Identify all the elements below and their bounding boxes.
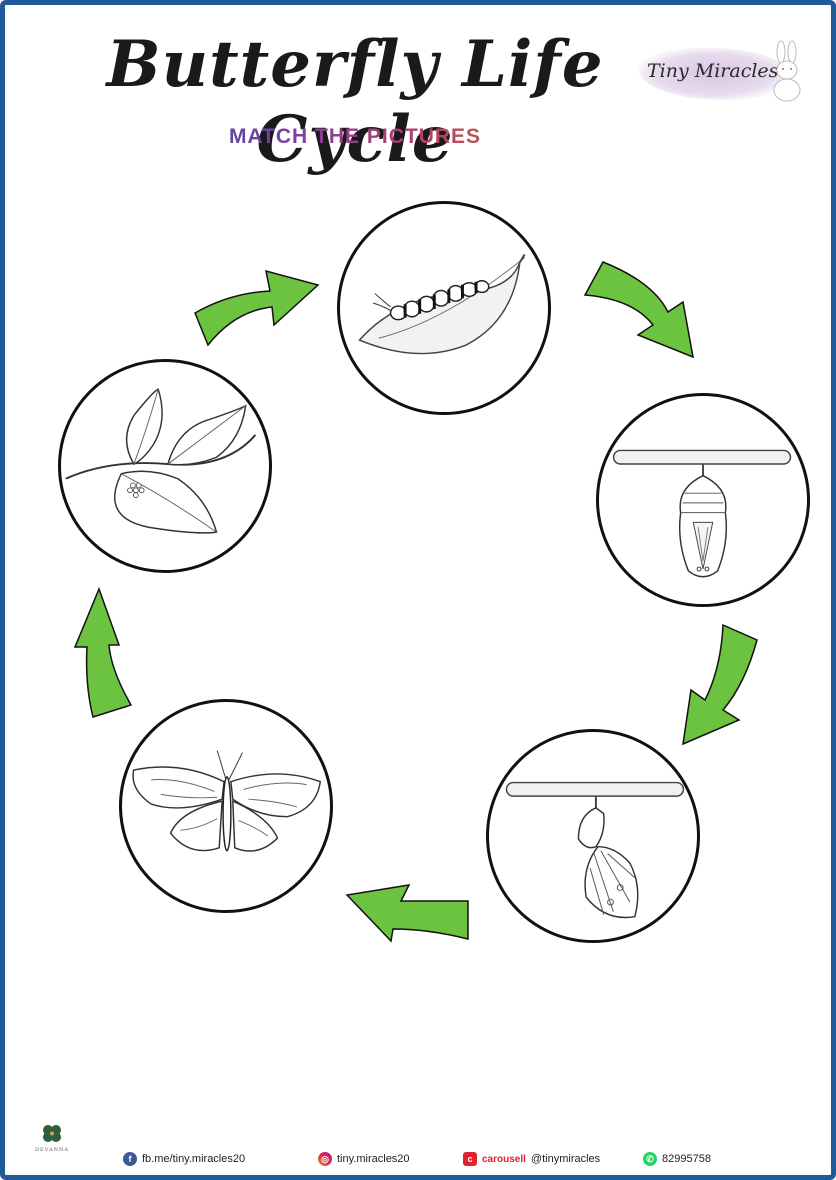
facebook-icon: f bbox=[123, 1152, 137, 1166]
instagram-icon: ◎ bbox=[318, 1152, 332, 1166]
stage-caterpillar[interactable] bbox=[337, 201, 551, 415]
footer-whatsapp[interactable]: ✆ 82995758 bbox=[643, 1152, 711, 1166]
arrow-chrysalis-to-emerging bbox=[682, 623, 758, 746]
stage-emerging-butterfly[interactable] bbox=[486, 729, 700, 943]
clover-icon bbox=[43, 1125, 61, 1142]
arrow-caterpillar-to-chrysalis bbox=[583, 261, 694, 359]
brand-logo: Tiny Miracles bbox=[635, 40, 805, 110]
devanna-logo-text: DEVANNA bbox=[35, 1147, 69, 1153]
devanna-logo: DEVANNA bbox=[31, 1123, 73, 1159]
facebook-link[interactable]: fb.me/tiny.miracles20 bbox=[142, 1153, 246, 1165]
stage-butterfly[interactable] bbox=[119, 699, 333, 913]
butterfly-icon bbox=[132, 750, 322, 852]
stage-chrysalis[interactable] bbox=[596, 393, 810, 607]
carousell-brand: carousell bbox=[482, 1153, 526, 1165]
arrow-emerging-to-butterfly bbox=[345, 884, 469, 943]
whatsapp-icon: ✆ bbox=[643, 1152, 657, 1166]
footer-facebook[interactable]: f fb.me/tiny.miracles20 bbox=[123, 1152, 245, 1166]
brand-name: Tiny Miracles bbox=[647, 60, 779, 82]
bunny-icon bbox=[773, 40, 801, 102]
emerging-butterfly-icon bbox=[505, 781, 685, 919]
carousell-handle[interactable]: @tinymiracles bbox=[530, 1153, 601, 1165]
instagram-handle[interactable]: tiny.miracles20 bbox=[337, 1153, 410, 1165]
page-subtitle: MATCH THE PICTURES bbox=[155, 125, 555, 149]
page-title: Butterfly Life Cycle bbox=[106, 27, 604, 177]
stage-eggs[interactable] bbox=[58, 359, 272, 573]
footer-carousell[interactable]: c carousell @tinymiracles bbox=[463, 1152, 600, 1166]
arrow-butterfly-to-eggs bbox=[73, 586, 133, 718]
whatsapp-number[interactable]: 82995758 bbox=[662, 1153, 711, 1165]
footer-instagram[interactable]: ◎ tiny.miracles20 bbox=[318, 1152, 410, 1166]
caterpillar-on-leaf-icon bbox=[358, 254, 526, 355]
carousell-icon: c bbox=[463, 1152, 477, 1166]
footer: f fb.me/tiny.miracles20 ◎ tiny.miracles2… bbox=[5, 1145, 831, 1175]
arrow-eggs-to-caterpillar bbox=[194, 269, 320, 347]
chrysalis-icon bbox=[612, 449, 792, 578]
eggs-on-leaf-icon bbox=[65, 388, 257, 534]
brand-watercolor bbox=[639, 48, 789, 100]
